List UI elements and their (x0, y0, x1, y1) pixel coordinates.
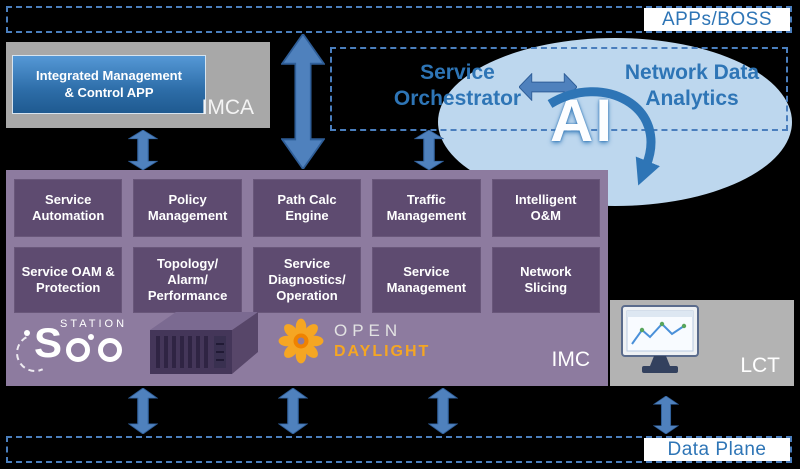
module-intelligent-oam: Intelligent O&M (491, 179, 600, 237)
module-service-oam-protection: Service OAM & Protection (14, 247, 123, 313)
orbit-dot-icon (24, 330, 30, 336)
apps-boss-label-box: APPs/BOSS (644, 8, 790, 31)
imca-label: IMCA (201, 96, 255, 119)
module-traffic-management: Traffic Management (372, 179, 481, 237)
server-icon (150, 312, 258, 374)
module-path-calc-engine: Path Calc Engine (252, 179, 362, 237)
ai-swoosh-arrow-icon (547, 87, 660, 186)
module-topology-alarm-performance: Topology/ Alarm/ Performance (133, 247, 242, 313)
lct-label: LCT (740, 354, 780, 377)
module-service-automation: Service Automation (14, 179, 123, 237)
imc-module-grid: Service Automation Policy Management Pat… (14, 179, 600, 313)
soo-ring-icon (66, 338, 90, 362)
soo-s-letter: S (34, 319, 63, 366)
module-policy-management: Policy Management (133, 179, 242, 237)
data-plane-label: Data Plane (667, 438, 767, 460)
lct-monitor-icon (621, 305, 699, 373)
module-service-management: Service Management (372, 247, 481, 313)
module-service-diagnostics-operation: Service Diagnostics/ Operation (252, 247, 362, 313)
imca-panel: Integrated Management & Control APP IMCA (6, 42, 270, 128)
opendaylight-wordmark: OPEN DAYLIGHT (334, 321, 430, 361)
opendaylight-daylight-text: DAYLIGHT (334, 343, 431, 360)
arrow-appsboss-imc-icon (281, 34, 325, 169)
apps-boss-label: APPs/BOSS (661, 8, 773, 30)
arrow-orchestrator-imc-icon (414, 130, 444, 170)
arrow-imc-dataplane-1-icon (128, 388, 158, 434)
arrow-imc-dataplane-3-icon (428, 388, 458, 434)
data-plane-bar: Data Plane (6, 436, 792, 463)
network-data-analytics-label: Network Data Analytics (624, 61, 760, 111)
service-orchestrator-label: Service Orchestrator (393, 61, 522, 111)
station-wordmark: STATION (60, 318, 128, 330)
arrow-imc-dataplane-2-icon (278, 388, 308, 434)
imc-label: IMC (551, 348, 591, 371)
arrow-imca-imc-icon (128, 130, 158, 170)
apps-boss-bar: APPs/BOSS (6, 6, 792, 33)
soo-ring-icon (98, 338, 122, 362)
opendaylight-open-text: OPEN (334, 321, 403, 340)
integrated-management-control-app-box: Integrated Management & Control APP (12, 55, 206, 114)
imc-panel: Service Automation Policy Management Pat… (6, 170, 608, 386)
orchestration-dashed-box (330, 47, 788, 131)
opendaylight-logo: OPEN DAYLIGHT (278, 318, 430, 364)
orbit-dot-icon (88, 334, 94, 340)
arrow-lct-dataplane-icon (653, 396, 679, 434)
module-network-slicing: Network Slicing (491, 247, 600, 313)
data-plane-label-box: Data Plane (644, 438, 790, 461)
opendaylight-flower-icon (278, 318, 324, 364)
lct-panel: LCT (610, 300, 794, 386)
station-soo-logo: STATION S (10, 316, 155, 378)
